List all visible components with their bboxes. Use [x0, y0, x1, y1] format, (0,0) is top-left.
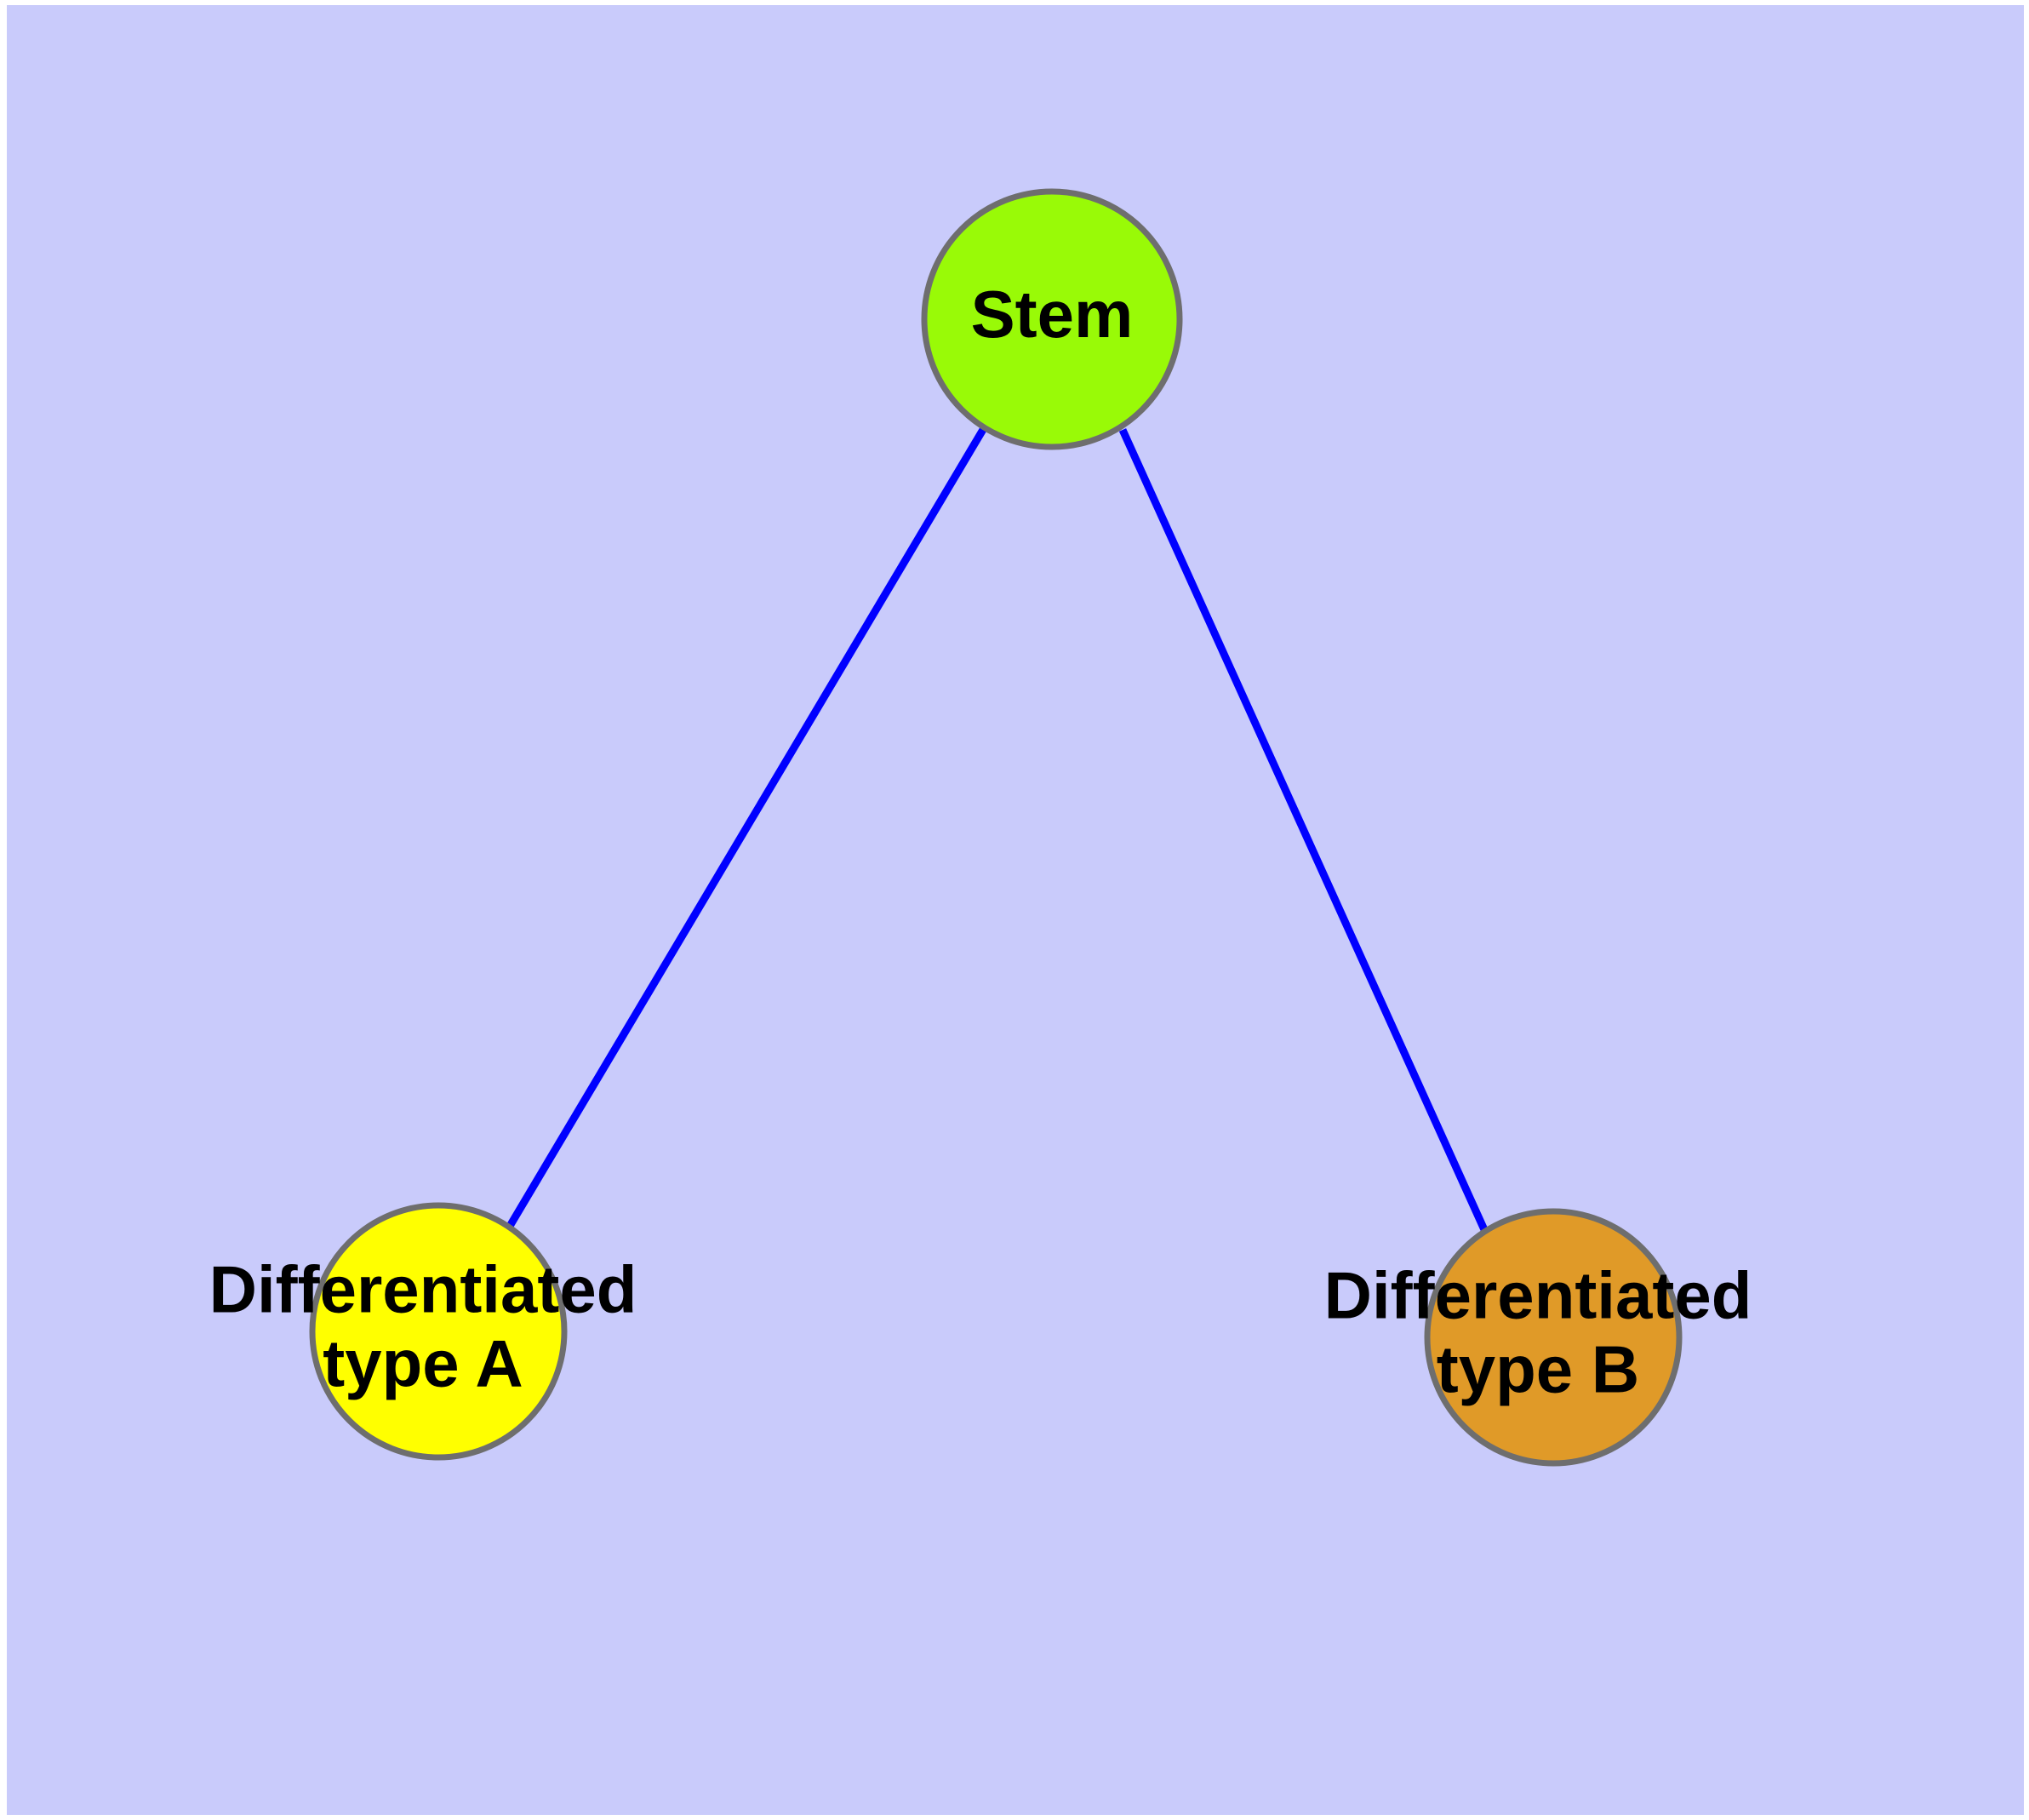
edge-stem-diff-b[interactable]	[1118, 428, 1490, 1235]
node-diff-b-group[interactable]	[1424, 1208, 1683, 1467]
edge-stem-diff-a[interactable]	[506, 426, 987, 1230]
node-stem-label: Stem	[971, 277, 1134, 352]
edge-group	[506, 426, 1490, 1235]
node-diff-a-group[interactable]	[309, 1202, 568, 1461]
node-differentiated-type-b-circle[interactable]	[1424, 1208, 1683, 1467]
node-differentiated-type-a-circle[interactable]	[309, 1202, 568, 1461]
node-stem-circle[interactable]	[921, 188, 1183, 450]
node-stem-group[interactable]	[921, 188, 1183, 450]
